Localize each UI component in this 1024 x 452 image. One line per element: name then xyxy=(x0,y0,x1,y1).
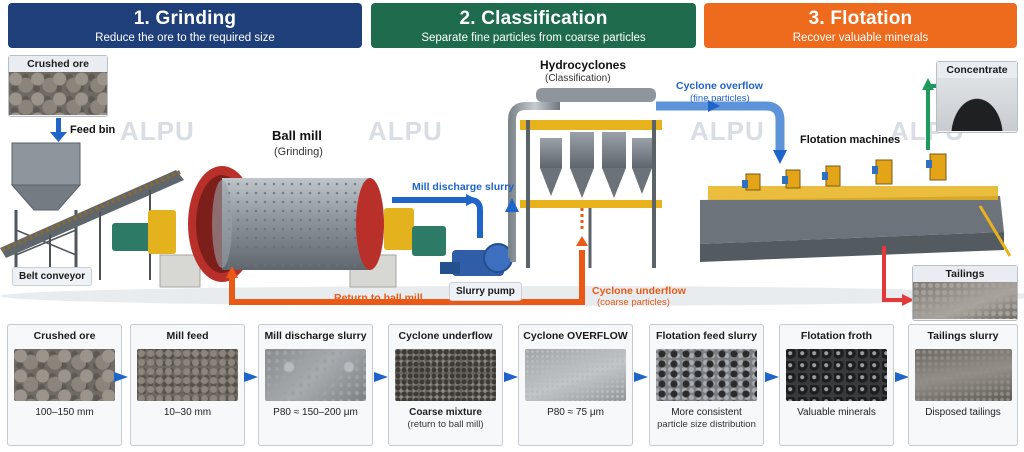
thumbnail-label: Tailings xyxy=(913,266,1017,282)
concentrate-thumbnail: Concentrate xyxy=(936,61,1018,133)
crushed-ore-thumbnail: Crushed ore xyxy=(8,55,108,117)
ball-mill xyxy=(112,166,446,288)
tailings-thumbnail: Tailings xyxy=(912,265,1018,321)
card-caption-secondary: particle size distribution xyxy=(657,419,756,430)
cyclone-underflow-label: Cyclone underflow xyxy=(592,285,686,297)
cyclone-overflow-label: Cyclone overflow xyxy=(676,80,763,92)
stage-header-flotation: 3. Flotation Recover valuable minerals xyxy=(704,3,1017,48)
arrow-right-icon xyxy=(114,372,128,382)
tailings-arrow xyxy=(882,246,914,306)
stage-subtitle: Recover valuable minerals xyxy=(792,32,929,44)
slurry-pump xyxy=(440,243,513,276)
mill-discharge-slurry-label: Mill discharge slurry xyxy=(412,181,515,193)
card-image xyxy=(656,349,757,401)
card-title: Mill discharge slurry xyxy=(264,330,367,342)
card-caption: Coarse mixture xyxy=(409,407,482,418)
stage-header-grinding: 1. Grinding Reduce the ore to the requir… xyxy=(8,3,362,48)
watermark-logo: ALPU xyxy=(368,116,443,146)
watermark-logo: ALPU xyxy=(690,116,765,146)
card-image xyxy=(395,349,496,401)
ball-mill-sublabel: (Grinding) xyxy=(274,146,323,158)
card-flotation-feed-slurry: Flotation feed slurry More consistent pa… xyxy=(649,324,764,446)
card-title: Cyclone underflow xyxy=(398,330,493,342)
stage-title: 2. Classification xyxy=(459,8,608,29)
tailings-image xyxy=(913,282,1017,319)
feed-arrow xyxy=(50,118,67,142)
card-caption: P80 ≈ 150–200 μm xyxy=(273,407,358,418)
arrow-right-icon xyxy=(244,372,258,382)
card-title: Crushed ore xyxy=(33,330,96,342)
card-mill-discharge-slurry: Mill discharge slurry P80 ≈ 150–200 μm xyxy=(258,324,373,446)
cyclone-overflow-pipe xyxy=(656,100,787,164)
return-to-ball-mill-label: Return to ball mill xyxy=(334,292,423,304)
card-title: Flotation feed slurry xyxy=(656,330,757,342)
card-title: Flotation froth xyxy=(800,330,873,342)
arrow-right-icon xyxy=(504,372,518,382)
mill-discharge-pipe xyxy=(392,194,483,238)
thumbnail-label: Concentrate xyxy=(937,62,1017,78)
stage-subtitle: Separate fine particles from coarse part… xyxy=(421,32,646,44)
card-caption: More consistent xyxy=(671,407,742,418)
card-caption: 100–150 mm xyxy=(35,407,94,418)
card-image xyxy=(14,349,115,401)
arrow-right-icon xyxy=(634,372,648,382)
concentrate-arrow xyxy=(922,78,936,150)
card-crushed-ore: Crushed ore 100–150 mm xyxy=(7,324,122,446)
card-image xyxy=(915,349,1012,401)
card-mill-feed: Mill feed 10–30 mm xyxy=(130,324,245,446)
cyclone-feed-pipe xyxy=(505,102,560,262)
hydrocyclones-label: Hydrocyclones xyxy=(540,58,627,72)
card-caption: Valuable minerals xyxy=(797,407,876,418)
card-image xyxy=(265,349,366,401)
card-tailings-slurry: Tailings slurry Disposed tailings xyxy=(908,324,1018,446)
belt-conveyor-label: Belt conveyor xyxy=(12,267,93,286)
card-title: Tailings slurry xyxy=(927,330,999,342)
watermark-logo: ALPU xyxy=(120,116,195,146)
card-image xyxy=(137,349,238,401)
flotation-machines xyxy=(700,153,1012,262)
return-to-ball-mill-pipe xyxy=(226,236,588,305)
stage-header-classification: 2. Classification Separate fine particle… xyxy=(371,3,696,48)
card-title: Mill feed xyxy=(166,330,209,342)
hydrocyclones xyxy=(520,88,662,268)
feed-bin-label: Feed bin xyxy=(70,124,116,136)
slurry-pump-label: Slurry pump xyxy=(449,282,522,301)
arrow-right-icon xyxy=(374,372,388,382)
flotation-machines-label: Flotation machines xyxy=(800,134,901,146)
card-flotation-froth: Flotation froth Valuable minerals xyxy=(779,324,894,446)
card-caption: Disposed tailings xyxy=(925,407,1001,418)
card-image xyxy=(786,349,887,401)
plant-illustration xyxy=(0,78,1024,306)
feed-bin xyxy=(10,142,82,270)
concentrate-image xyxy=(937,78,1017,131)
arrow-right-icon xyxy=(765,372,779,382)
card-caption: P80 ≈ 75 μm xyxy=(547,407,604,418)
cyclone-overflow-sublabel: (fine particles) xyxy=(690,93,750,104)
arrow-right-icon xyxy=(895,372,909,382)
cyclone-underflow-sublabel: (coarse particles) xyxy=(597,297,670,308)
card-cyclone-underflow: Cyclone underflow Coarse mixture (return… xyxy=(388,324,503,446)
thumbnail-label: Crushed ore xyxy=(9,56,107,72)
stage-subtitle: Reduce the ore to the required size xyxy=(95,32,275,44)
stage-title: 3. Flotation xyxy=(808,8,913,29)
ball-mill-label: Ball mill xyxy=(272,128,322,143)
card-caption-secondary: (return to ball mill) xyxy=(407,419,484,430)
hydrocyclones-sublabel: (Classification) xyxy=(545,73,611,84)
card-caption: 10–30 mm xyxy=(163,407,212,418)
card-image xyxy=(525,349,626,401)
card-title: Cyclone OVERFLOW xyxy=(523,330,628,342)
stage-title: 1. Grinding xyxy=(133,8,237,29)
card-cyclone-overflow: Cyclone OVERFLOW P80 ≈ 75 μm xyxy=(518,324,633,446)
crushed-ore-image xyxy=(9,72,107,115)
